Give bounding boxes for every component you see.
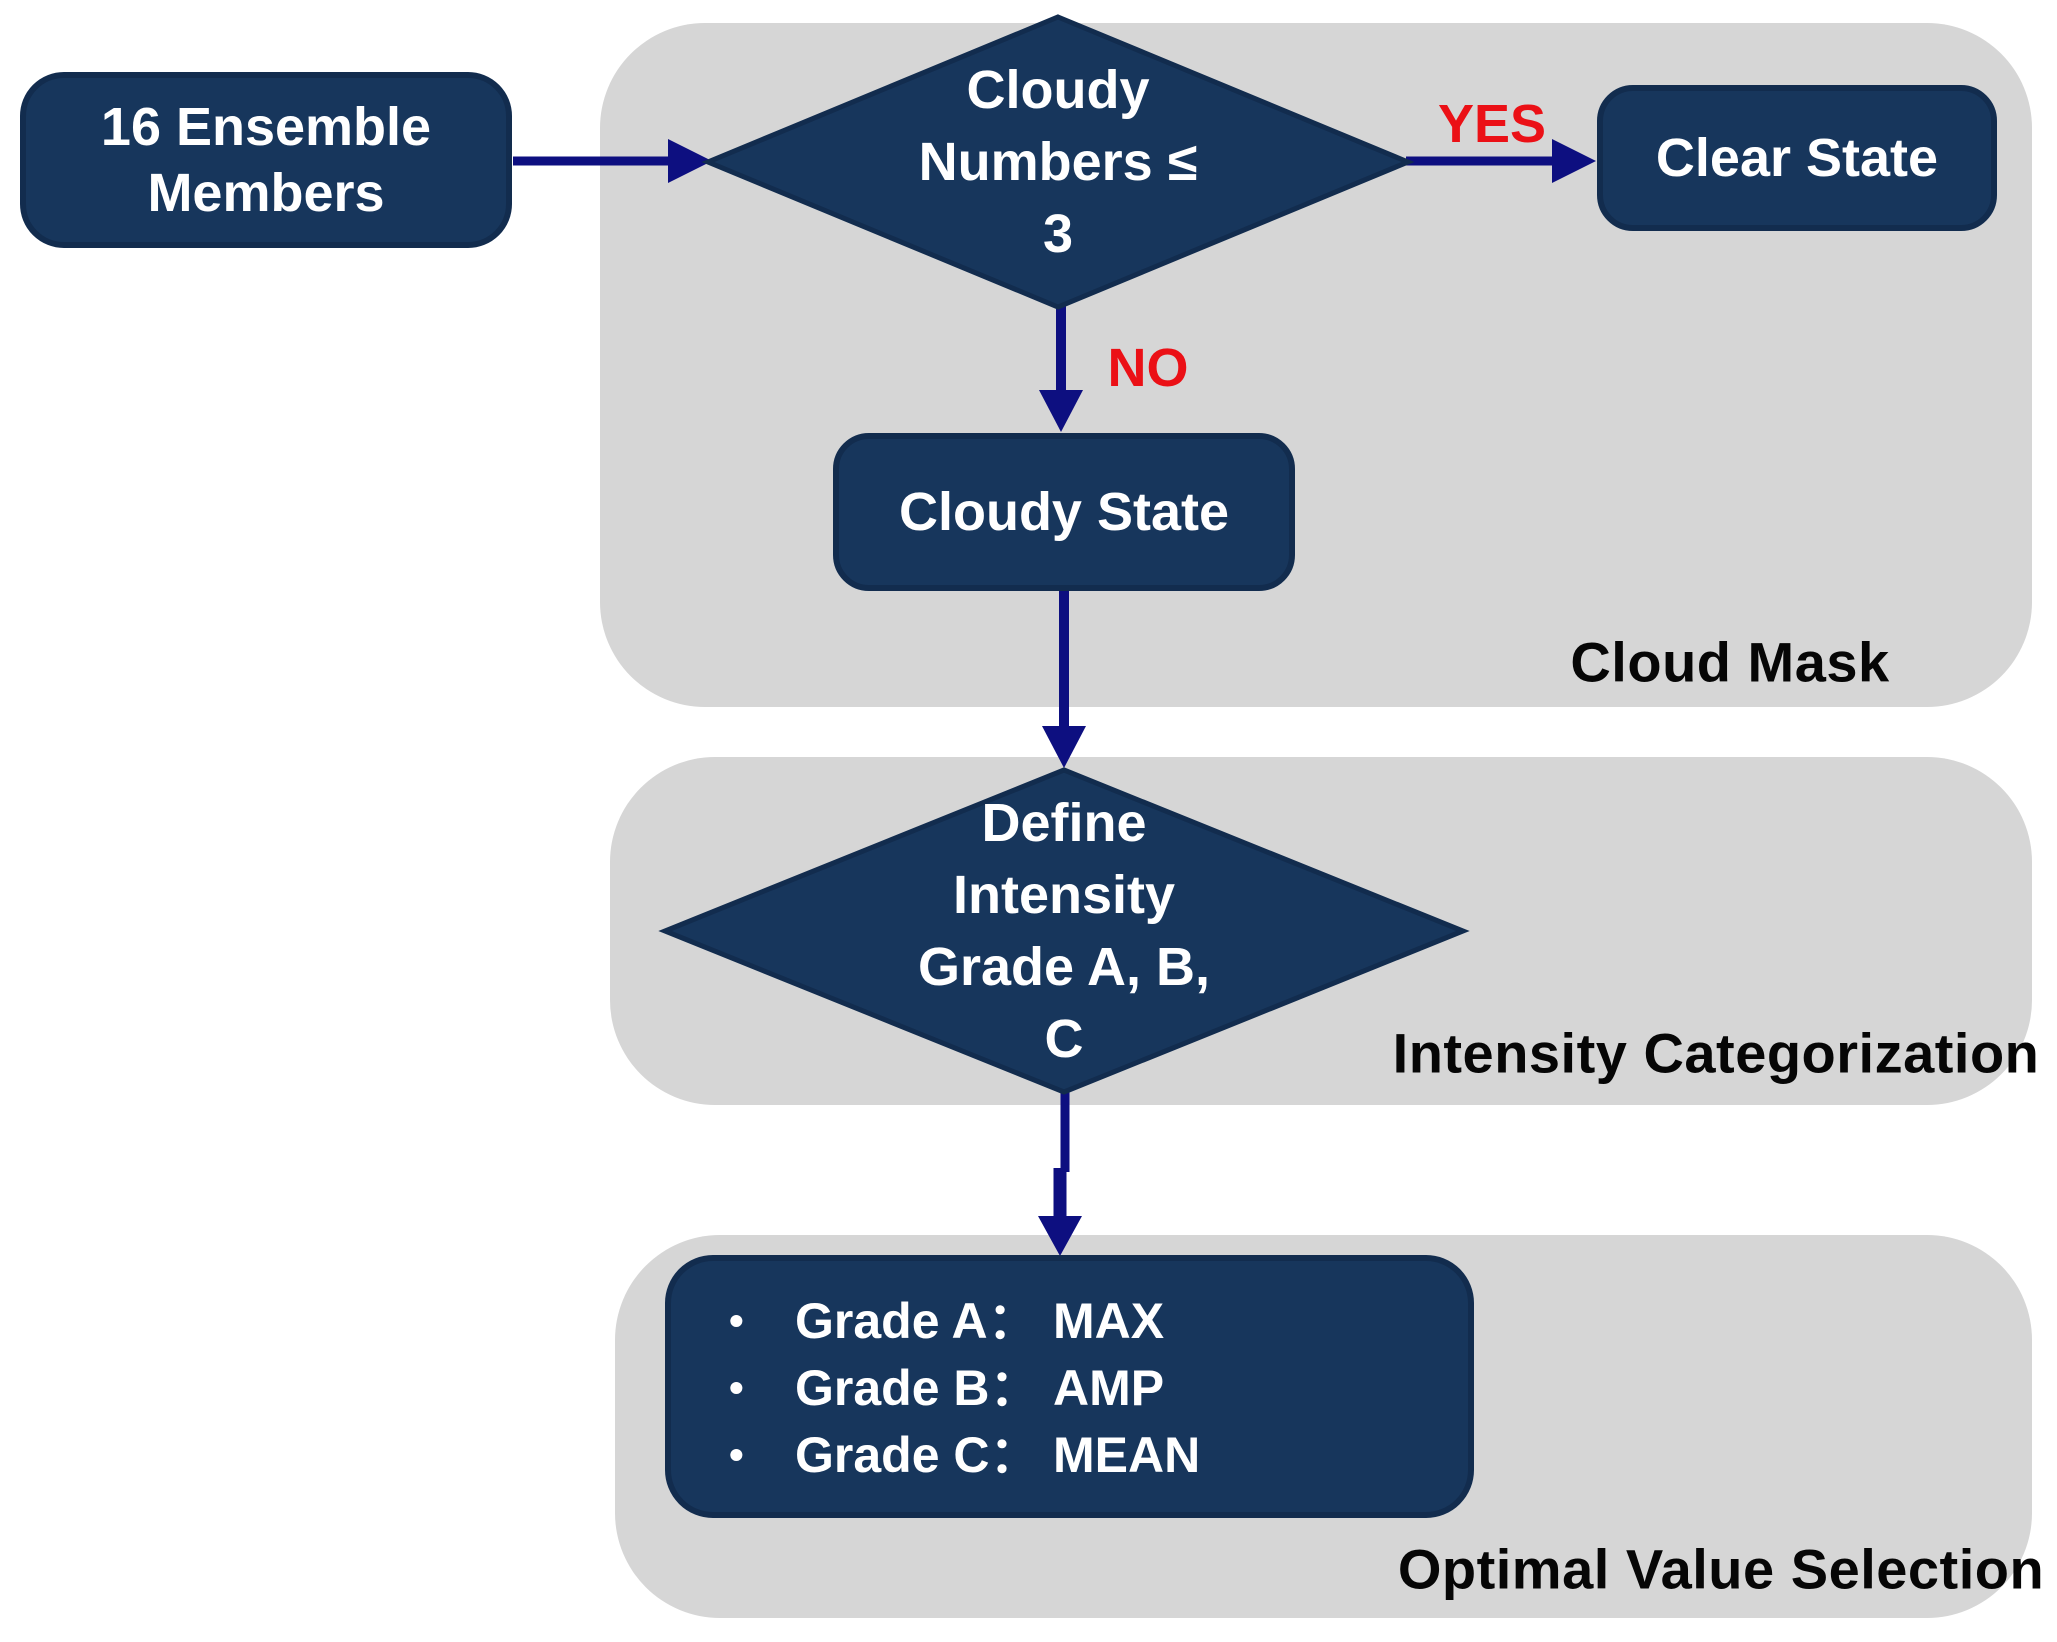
grade-b-label: Grade B： bbox=[795, 1359, 1040, 1416]
cloudy-state-label: Cloudy State bbox=[898, 482, 1230, 542]
clear-state-label: Clear State bbox=[1655, 128, 1939, 188]
grade-a-value: MAX bbox=[1053, 1292, 1165, 1349]
section-label-intensity-categorization: Intensity Categorization bbox=[1392, 1021, 2040, 1085]
decision1-line1: Cloudy bbox=[966, 60, 1150, 120]
edge-label-no: NO bbox=[1107, 338, 1189, 398]
bullet-icon: • bbox=[729, 1431, 744, 1478]
start-node-16-ensemble-members: 16 Ensemble Members bbox=[20, 72, 512, 248]
optimal-values-node: • Grade A： MAX • Grade B： AMP • Grade C：… bbox=[665, 1255, 1474, 1518]
grade-row-a: • Grade A： MAX bbox=[729, 1287, 1448, 1354]
decision2-label: Define Intensity Grade A, B, C bbox=[918, 787, 1210, 1075]
section-label-optimal-value-selection: Optimal Value Selection bbox=[1397, 1537, 2045, 1601]
grade-b-value: AMP bbox=[1053, 1359, 1165, 1416]
decision2-line2: Intensity bbox=[952, 865, 1176, 925]
arrow-intensity-to-optimal bbox=[1038, 1090, 1082, 1256]
grade-row-b: • Grade B： AMP bbox=[729, 1354, 1448, 1421]
decision2-line4: C bbox=[1044, 1009, 1084, 1069]
bullet-icon: • bbox=[729, 1364, 744, 1411]
grade-row-c: • Grade C： MEAN bbox=[729, 1421, 1448, 1488]
cloudy-state-node: Cloudy State bbox=[833, 433, 1295, 591]
grade-c-label: Grade C： bbox=[795, 1426, 1040, 1483]
bullet-icon: • bbox=[729, 1297, 744, 1344]
decision1-label: Cloudy Numbers ≤ 3 bbox=[919, 54, 1198, 270]
clear-state-node: Clear State bbox=[1597, 85, 1997, 231]
grade-a-label: Grade A： bbox=[795, 1292, 1038, 1349]
decision2-line3: Grade A, B, bbox=[917, 937, 1211, 997]
edge-label-yes: YES bbox=[1437, 94, 1547, 154]
grade-c-value: MEAN bbox=[1053, 1426, 1201, 1483]
section-label-cloud-mask: Cloud Mask bbox=[1570, 630, 1890, 694]
start-node-label: 16 Ensemble Members bbox=[100, 97, 432, 223]
decision1-line2: Numbers ≤ bbox=[918, 132, 1198, 192]
decision2-line1: Define bbox=[981, 793, 1147, 853]
decision1-line3: 3 bbox=[1042, 204, 1074, 264]
